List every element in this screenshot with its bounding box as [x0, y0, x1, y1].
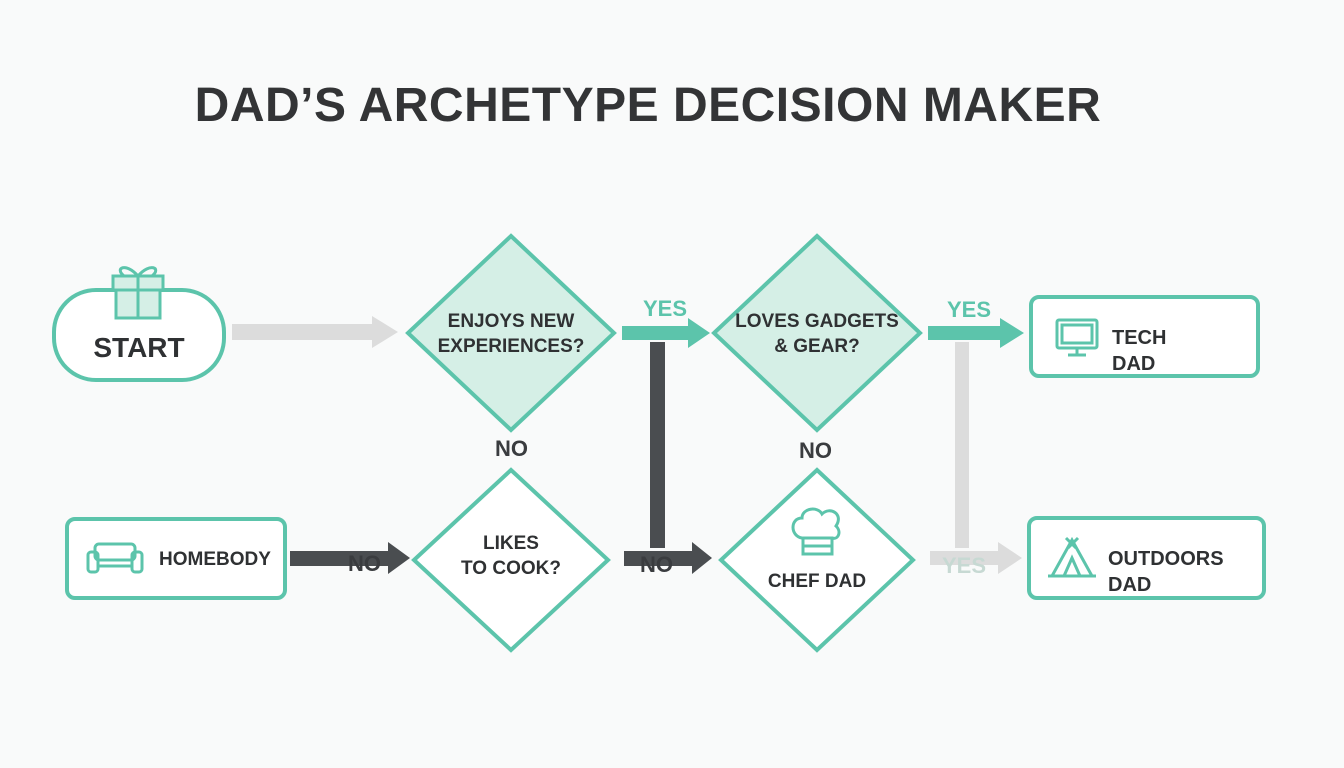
- chef-dad-diamond[interactable]: [718, 467, 916, 653]
- experiences-yes-label: YES: [643, 296, 688, 321]
- arrow-experiences-yes: [622, 318, 710, 348]
- experiences-line1: ENJOYS NEW: [447, 311, 575, 332]
- cook-diamond[interactable]: [411, 467, 611, 653]
- couch-icon: [86, 542, 144, 574]
- homebody-label: HOMEBODY: [159, 549, 271, 570]
- homebody-node[interactable]: [65, 517, 287, 600]
- outdoors-dad-label: OUTDOORS DAD: [1108, 548, 1224, 596]
- outdoors-dad-node[interactable]: [1027, 516, 1266, 600]
- arrow-homebody-to-cook: [290, 542, 410, 574]
- start-label: START: [93, 332, 185, 363]
- chef-hat-icon: [791, 507, 841, 556]
- gadgets-diamond[interactable]: [711, 233, 923, 433]
- cook-question: LIKES TO COOK?: [431, 532, 591, 581]
- cook-line1: LIKES: [483, 533, 539, 554]
- page-title: DAD’S ARCHETYPE DECISION MAKER: [194, 79, 1102, 132]
- homebody-no-label: NO: [348, 551, 381, 576]
- arrow-gadgets-yes: [928, 318, 1024, 348]
- arrow-outdoors-yes: [930, 542, 1022, 574]
- gift-icon: [111, 266, 165, 320]
- gadgets-yes-label: YES: [947, 297, 992, 322]
- tent-icon: [1048, 536, 1096, 578]
- arrow-cook-no: [624, 542, 712, 574]
- outdoors-yes-label: YES: [942, 553, 987, 578]
- gadgets-line1: LOVES GADGETS: [735, 311, 899, 332]
- chef-dad-label: CHEF DAD: [767, 571, 867, 592]
- arrow-experiences-vertical: [650, 342, 665, 548]
- cook-no-label: NO: [640, 552, 673, 577]
- tech-dad-label: TECH DAD: [1112, 327, 1167, 375]
- gadgets-no-label: NO: [799, 438, 832, 463]
- gadgets-line2: & GEAR?: [774, 335, 860, 357]
- cook-line2: TO COOK?: [461, 557, 561, 579]
- monitor-icon: [1055, 318, 1099, 357]
- experiences-question: ENJOYS NEW EXPERIENCES?: [420, 310, 602, 359]
- experiences-no-label: NO: [495, 436, 528, 461]
- arrow-gadgets-vertical: [955, 342, 969, 548]
- gadgets-question: LOVES GADGETS & GEAR?: [726, 310, 908, 359]
- experiences-line2: EXPERIENCES?: [437, 335, 585, 357]
- experiences-diamond[interactable]: [405, 233, 617, 433]
- tech-dad-node[interactable]: [1029, 295, 1260, 378]
- arrow-start-to-experiences: [232, 316, 398, 348]
